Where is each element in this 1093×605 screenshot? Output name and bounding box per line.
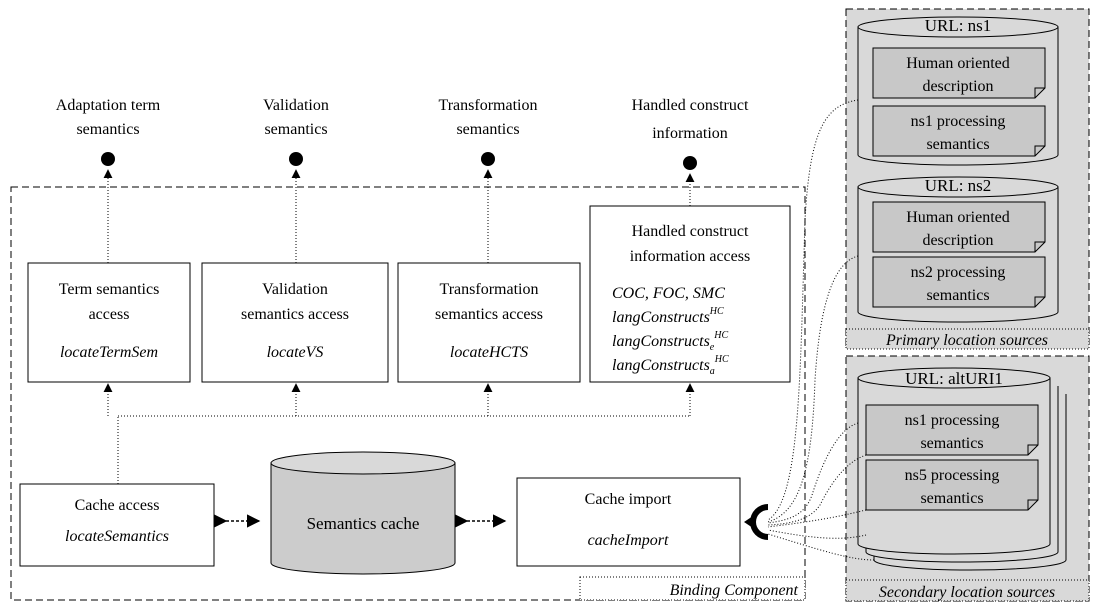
validation-semantics-access: Validation semantics access locateVS	[201, 262, 389, 383]
ns2-doc2-line1: ns2 processing	[911, 264, 1006, 281]
binding-component-label: Binding Component	[670, 582, 799, 599]
transformation-semantics-title-2: semantics access	[435, 306, 543, 323]
alt-doc2-line2: semantics	[920, 490, 983, 507]
interface-transformation-icon	[481, 152, 495, 166]
ns1-doc2-line2: semantics	[926, 136, 989, 153]
cache-access-component: Cache access locateSemantics	[19, 483, 215, 567]
interface-validation-label-2: semantics	[264, 121, 327, 138]
ns1-doc1-icon	[872, 47, 1046, 99]
semantics-cache-label: Semantics cache	[307, 514, 420, 533]
validation-semantics-title-1: Validation	[262, 281, 328, 298]
ns1-doc1-line1: Human oriented	[906, 55, 1010, 72]
transformation-semantics-title-1: Transformation	[440, 281, 539, 298]
interface-handled-label-1: Handled construct	[632, 97, 749, 114]
transformation-semantics-access: Transformation semantics access locateHC…	[397, 262, 581, 383]
secondary-sources-label-box	[845, 579, 1090, 602]
source-connectors	[767, 99, 875, 561]
lang-constructs-hc: langConstructsHC	[612, 306, 724, 326]
validation-semantics-title-2: semantics access	[241, 306, 349, 323]
interface-adaptation-icon	[101, 152, 115, 166]
interface-transformation-label-2: semantics	[456, 121, 519, 138]
handled-construct-title-2: information access	[630, 248, 750, 265]
ns2-doc1-line2: description	[922, 232, 993, 249]
cache-import-method: cacheImport	[588, 532, 669, 549]
cache-import-title: Cache import	[585, 491, 672, 508]
ns2-doc1-line1: Human oriented	[906, 209, 1010, 226]
alt-doc1-line1: ns1 processing	[905, 412, 1000, 429]
secondary-sources-label: Secondary location sources	[879, 584, 1055, 601]
binding-component-label-box	[579, 576, 806, 601]
alt-doc2-line1: ns5 processing	[905, 467, 1000, 484]
handled-construct-methods: COC, FOC, SMC	[612, 285, 725, 302]
ns2-doc2-line2: semantics	[926, 287, 989, 304]
semantics-cache-database: Semantics cache	[270, 451, 456, 575]
ns1-doc2-icon	[872, 105, 1046, 157]
term-semantics-access: Term semantics access locateTermSem	[27, 262, 191, 383]
interface-handled: Handled construct information	[632, 97, 749, 206]
interface-transformation: Transformation semantics	[439, 97, 538, 263]
ns1-url: URL: ns1	[925, 16, 992, 35]
interface-handled-icon	[683, 156, 697, 170]
handled-construct-title-1: Handled construct	[632, 223, 749, 240]
cache-import-receptacle-icon	[750, 504, 768, 540]
alt-doc1-line2: semantics	[920, 435, 983, 452]
validation-semantics-method: locateVS	[267, 344, 324, 361]
interface-adaptation-label-2: semantics	[76, 121, 139, 138]
cache-access-method: locateSemantics	[65, 528, 169, 545]
interface-validation-label-1: Validation	[263, 97, 329, 114]
interface-validation-icon	[289, 152, 303, 166]
internal-connectors	[103, 383, 695, 484]
interface-handled-label-2: information	[652, 125, 728, 142]
ns1-doc1-line2: description	[922, 78, 993, 95]
ns2-url: URL: ns2	[925, 176, 992, 195]
ns1-repository: URL: ns1 Human oriented description ns1 …	[857, 16, 1059, 166]
term-semantics-method: locateTermSem	[60, 344, 158, 361]
primary-sources-label: Primary location sources	[885, 332, 1048, 349]
interface-validation: Validation semantics	[263, 97, 329, 263]
alt-url: URL: altURI1	[905, 369, 1003, 388]
term-semantics-title-2: access	[89, 306, 130, 323]
ns2-repository: URL: ns2 Human oriented description ns2 …	[857, 176, 1059, 323]
transformation-semantics-method: locateHCTS	[450, 344, 528, 361]
ns2-doc2-icon	[872, 256, 1046, 308]
term-semantics-title-1: Term semantics	[59, 281, 160, 298]
lang-constructs-e-hc: langConstructseHC	[612, 330, 728, 353]
cache-import-component: Cache import cacheImport	[516, 477, 741, 567]
lang-constructs-a-hc: langConstructsaHC	[612, 354, 729, 377]
interface-adaptation-label-1: Adaptation term	[56, 97, 161, 114]
interface-transformation-label-1: Transformation	[439, 97, 538, 114]
ns2-doc1-icon	[872, 201, 1046, 253]
alt-repository: URL: altURI1 ns1 processing semantics ns…	[857, 367, 1067, 571]
binding-component-boundary	[10, 186, 806, 601]
alt-doc2-icon	[865, 459, 1039, 511]
alt-doc1-icon	[865, 404, 1039, 456]
cache-access-title: Cache access	[75, 497, 160, 514]
ns1-doc2-line1: ns1 processing	[911, 113, 1006, 130]
handled-construct-access: Handled construct information access COC…	[589, 205, 791, 383]
interface-adaptation: Adaptation term semantics	[56, 97, 161, 263]
primary-sources-label-box	[845, 328, 1090, 350]
